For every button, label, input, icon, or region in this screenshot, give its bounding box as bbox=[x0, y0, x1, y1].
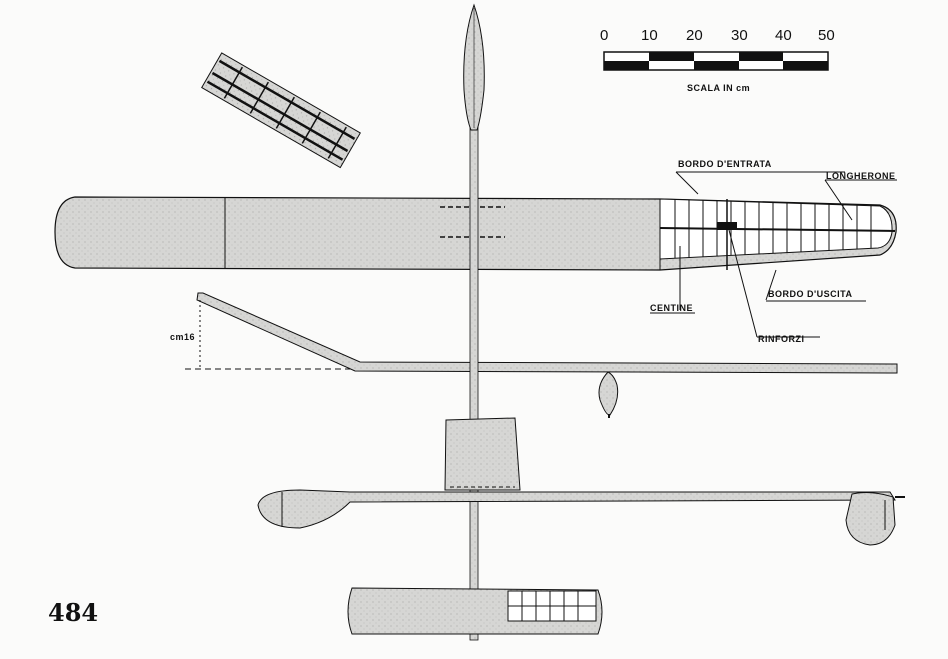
scale-tick-0: 0 bbox=[600, 27, 608, 44]
label-longherone: LONGHERONE bbox=[826, 171, 896, 181]
fuselage-side-view bbox=[257, 417, 905, 546]
label-bordo-entrata: BORDO D'ENTRATA bbox=[678, 159, 772, 169]
scale-tick-40: 40 bbox=[775, 27, 792, 44]
wing-structure-sketch bbox=[201, 52, 361, 169]
scale-tick-20: 20 bbox=[686, 27, 703, 44]
wing-front-view: cm16 bbox=[170, 292, 898, 418]
scale-tick-50: 50 bbox=[818, 27, 835, 44]
label-rinforzi: RINFORZI bbox=[758, 334, 805, 344]
label-bordo-uscita: BORDO D'USCITA bbox=[768, 289, 852, 299]
fuselage-top-view bbox=[463, 3, 485, 641]
stabilizer-plan bbox=[347, 587, 603, 635]
scale-tick-10: 10 bbox=[641, 27, 658, 44]
label-centine: CENTINE bbox=[650, 303, 693, 313]
scale-bar: 0 10 20 30 40 50 SCALA IN cm bbox=[600, 27, 835, 93]
scale-tick-30: 30 bbox=[731, 27, 748, 44]
page-number: 484 bbox=[48, 598, 99, 627]
label-dihedral-height: cm16 bbox=[170, 332, 195, 342]
scale-caption: SCALA IN cm bbox=[687, 83, 750, 93]
